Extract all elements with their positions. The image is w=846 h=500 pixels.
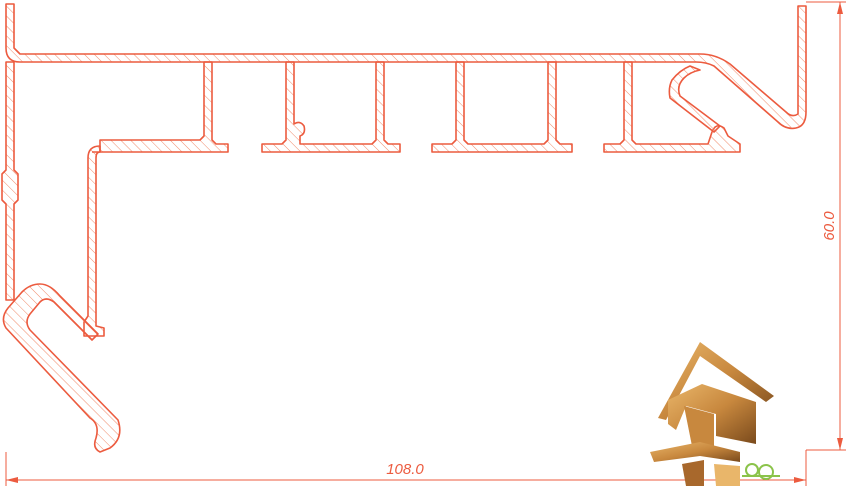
clip-arm — [668, 65, 721, 133]
dimension-arrows — [6, 2, 843, 483]
left-wall — [1, 61, 19, 301]
house-logo-icon — [650, 342, 780, 486]
inner-leg — [83, 145, 105, 337]
bottom-web-3 — [431, 61, 573, 153]
bottom-web-2 — [261, 61, 401, 153]
bottom-web-4 — [603, 61, 741, 153]
top-wall — [5, 3, 807, 130]
bottom-web — [99, 61, 229, 153]
drip-arm — [2, 283, 121, 453]
aluminium-profile — [1, 3, 807, 453]
dimension-height-label: 60.0 — [821, 211, 838, 241]
dimension-width-label: 108.0 — [386, 461, 424, 478]
dimension-lines — [5, 1, 846, 486]
